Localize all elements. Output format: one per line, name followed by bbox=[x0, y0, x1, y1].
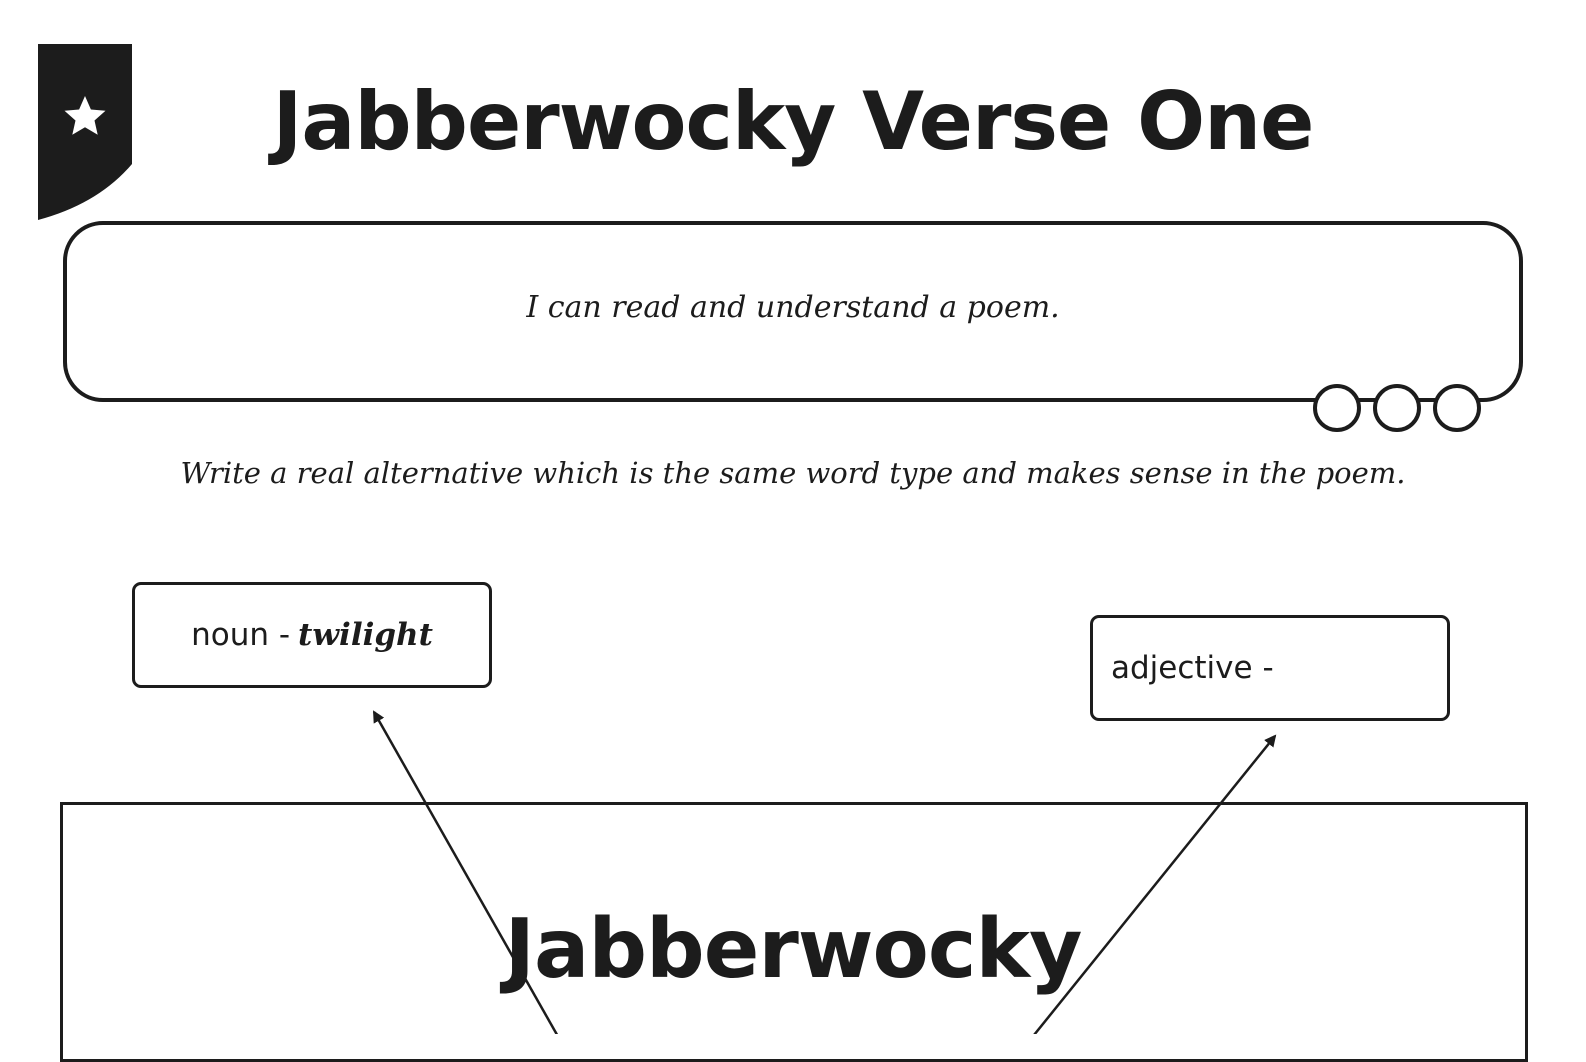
instruction-text: Write a real alternative which is the sa… bbox=[180, 456, 1406, 490]
learning-objective-text: I can read and understand a poem. bbox=[526, 290, 1060, 325]
adjective-answer-box[interactable]: adjective - bbox=[1090, 615, 1450, 721]
three-circles-icon bbox=[1313, 384, 1481, 432]
noun-label: noun - bbox=[191, 617, 291, 653]
adjective-label: adjective - bbox=[1111, 650, 1274, 686]
star-icon bbox=[64, 96, 106, 135]
page-title: Jabberwocky Verse One bbox=[272, 75, 1315, 168]
poem-title: Jabberwocky bbox=[504, 902, 1083, 997]
noun-answer-box[interactable]: noun - twilight bbox=[132, 582, 492, 688]
learning-objective-box: I can read and understand a poem. bbox=[63, 221, 1523, 402]
noun-answer: twilight bbox=[298, 617, 433, 653]
star-bookmark-badge bbox=[38, 44, 132, 220]
